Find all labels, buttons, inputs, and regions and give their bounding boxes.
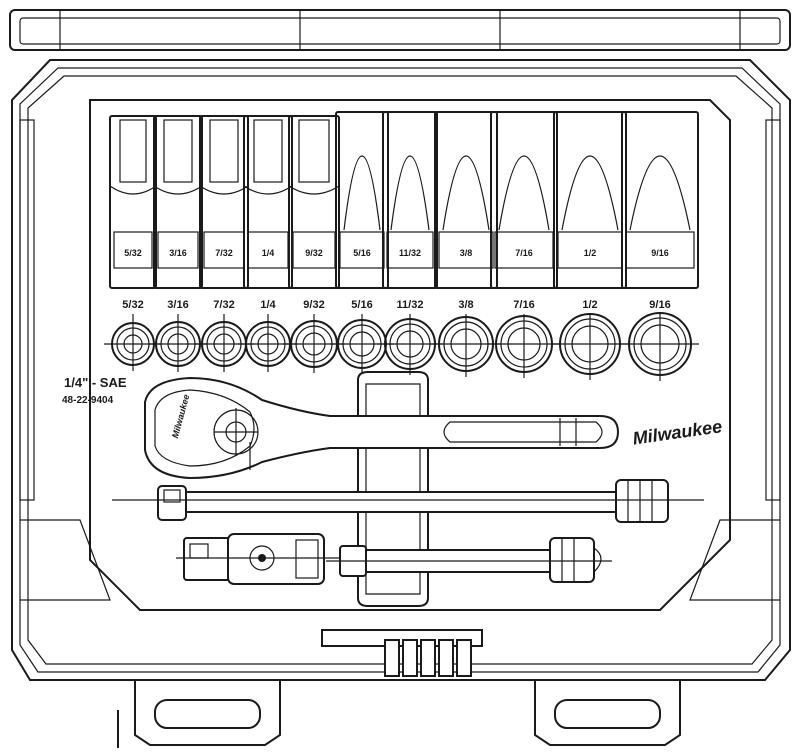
socket-holder: 7/32 bbox=[199, 115, 249, 289]
socket-end-row bbox=[104, 312, 699, 381]
socket-holder: 5/16 bbox=[335, 111, 389, 289]
socket-end bbox=[104, 314, 162, 371]
case-lid bbox=[9, 9, 791, 51]
brand-logo: Milwaukee bbox=[631, 416, 723, 448]
socket-size-label: 7/16 bbox=[515, 248, 533, 258]
case-feet bbox=[117, 680, 681, 748]
universal-joint bbox=[176, 533, 342, 585]
socket-holder: 11/32 bbox=[382, 111, 438, 289]
socket-size-label: 9/16 bbox=[651, 248, 669, 258]
case-latch[interactable] bbox=[321, 629, 483, 677]
socket-holder: 3/8 bbox=[434, 111, 498, 289]
socket-end bbox=[148, 314, 208, 372]
socket-end-label: 3/8 bbox=[458, 299, 473, 311]
case-body bbox=[11, 59, 791, 681]
socket-holder: 1/2 bbox=[553, 111, 627, 289]
center-strap bbox=[357, 371, 429, 607]
socket-end bbox=[621, 312, 699, 381]
socket-end-label: 1/4 bbox=[260, 299, 276, 311]
socket-holder: 7/16 bbox=[490, 111, 558, 289]
socket-end-label: 7/16 bbox=[513, 299, 534, 311]
socket-end-label: 5/16 bbox=[351, 299, 372, 311]
socket-end-label: 11/32 bbox=[397, 299, 424, 311]
latch-teeth bbox=[384, 639, 472, 677]
socket-end-label: 9/16 bbox=[649, 299, 670, 311]
socket-size-label: 5/16 bbox=[353, 248, 371, 258]
socket-end-label: 9/32 bbox=[303, 299, 324, 311]
socket-end bbox=[431, 314, 501, 377]
socket-end bbox=[194, 314, 254, 372]
foam-insert bbox=[89, 99, 731, 611]
socket-size-label: 1/4 bbox=[262, 248, 275, 258]
socket-size-label: 7/32 bbox=[215, 248, 233, 258]
socket-holder: 3/16 bbox=[153, 115, 203, 289]
socket-end-label: 7/32 bbox=[213, 299, 234, 311]
part-number: 48-22-9404 bbox=[62, 395, 114, 406]
socket-holder: 1/4 bbox=[243, 115, 293, 289]
socket-holder: 9/16 bbox=[621, 111, 699, 289]
socket-end bbox=[238, 314, 298, 372]
socket-end bbox=[552, 313, 628, 380]
socket-end-label: 1/2 bbox=[582, 299, 597, 311]
socket-end-label: 5/32 bbox=[122, 299, 143, 311]
socket-size-label: 11/32 bbox=[399, 248, 421, 258]
set-label: 1/4" - SAE bbox=[64, 375, 127, 390]
socket-holder: 5/32 bbox=[109, 115, 157, 289]
socket-holder-row: 5/32 3/16 7/32 1/4 9/32 5/16 11/32 3/8 7/16 1/2 9/… bbox=[109, 111, 699, 289]
socket-size-label: 9/32 bbox=[305, 248, 323, 258]
socket-size-label: 1/2 bbox=[584, 248, 597, 258]
socket-size-label: 5/32 bbox=[124, 248, 142, 258]
short-extension bbox=[326, 537, 612, 583]
long-extension bbox=[112, 479, 704, 523]
ratchet: Milwaukee bbox=[144, 376, 620, 480]
socket-holder: 9/32 bbox=[288, 115, 340, 289]
socket-end bbox=[488, 314, 560, 378]
socket-size-label: 3/16 bbox=[169, 248, 187, 258]
socket-end-label: 3/16 bbox=[167, 299, 188, 311]
socket-size-labels: 5/32 3/16 7/32 1/4 9/32 5/16 11/32 3/8 7/16 1/2 9/… bbox=[122, 299, 670, 311]
socket-size-label: 3/8 bbox=[460, 248, 473, 258]
